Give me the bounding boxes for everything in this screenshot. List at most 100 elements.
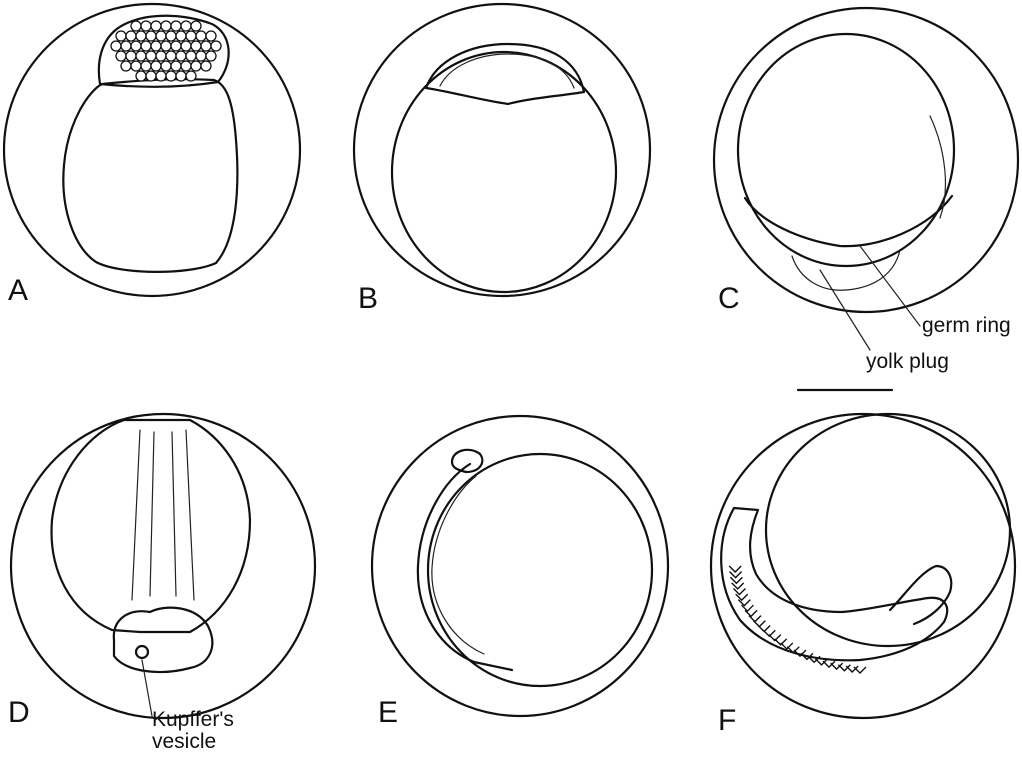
panel-c: germ ring yolk plug C (714, 8, 1018, 390)
tail-f (890, 566, 951, 624)
yolk-cell-e (428, 454, 652, 686)
blastomere (131, 61, 141, 71)
head-e (452, 450, 482, 472)
chorion-e (372, 416, 668, 716)
blastomere (201, 61, 211, 71)
somite (730, 577, 742, 583)
panel-b: B (354, 4, 650, 315)
blastomere (211, 41, 221, 51)
kupffer-leader (142, 660, 152, 716)
blastomere (191, 41, 201, 51)
somite (745, 610, 757, 616)
blastomere (181, 61, 191, 71)
chorion-f (711, 414, 1015, 718)
panel-f: F (711, 414, 1015, 737)
somite (733, 589, 745, 595)
blastomere (171, 41, 181, 51)
blastomere (141, 21, 151, 31)
blastomere (206, 31, 216, 41)
panel-letter-c: C (718, 282, 740, 315)
blastomere (141, 61, 151, 71)
embryonic-axis-d (132, 430, 194, 600)
blastomere (186, 31, 196, 41)
blastomere (176, 51, 186, 61)
blastomere (146, 71, 156, 81)
blastomere (171, 61, 181, 71)
blastomere (181, 21, 191, 31)
blastomere (126, 51, 136, 61)
yolk-plug (792, 250, 900, 290)
blastomere (156, 51, 166, 61)
blastomere (186, 71, 196, 81)
somite (741, 605, 753, 611)
blastomere (136, 31, 146, 41)
germ-ring-leader (860, 246, 920, 326)
blastomere (116, 31, 126, 41)
blastomere (176, 31, 186, 41)
panel-letter-a: A (8, 274, 28, 307)
yolk-cell-f (766, 414, 1010, 646)
blastomere (151, 41, 161, 51)
blastomere (161, 41, 171, 51)
blastomere (146, 51, 156, 61)
chorion-c (714, 8, 1018, 312)
blastomere (166, 31, 176, 41)
kupffer-vesicle (136, 646, 148, 658)
somite (831, 663, 843, 669)
blastomere (131, 41, 141, 51)
somite (775, 639, 787, 645)
blastoderm-inner-b (440, 54, 574, 88)
blastomere (196, 31, 206, 41)
blastomere (136, 71, 146, 81)
blastomere (111, 41, 121, 51)
blastomere (151, 21, 161, 31)
blastomere (151, 61, 161, 71)
somite (749, 616, 761, 622)
blastomere (121, 61, 131, 71)
blastomere (166, 51, 176, 61)
somite (753, 621, 765, 627)
kupffer-label-line2: vesicle (152, 730, 216, 753)
blastomere (131, 21, 141, 31)
yolk-cell-a (63, 79, 237, 272)
germ-ring-label: germ ring (922, 314, 1011, 337)
blastomere (191, 61, 201, 71)
chorion-b (354, 4, 650, 296)
yolk-plug-leader (820, 270, 870, 350)
somite (729, 566, 741, 572)
blastomere (191, 21, 201, 31)
yolk-cell-d (52, 420, 250, 632)
blastomere (136, 51, 146, 61)
tail-bud-d (114, 608, 212, 672)
somite (854, 667, 866, 673)
kupffer-label-line1: Kupffer's (152, 708, 234, 731)
yolk-cell-c (738, 34, 954, 266)
blastomere (161, 61, 171, 71)
yolk-plug-label: yolk plug (866, 350, 949, 373)
blastomere (156, 71, 166, 81)
blastomere (161, 21, 171, 31)
blastomere (156, 31, 166, 41)
blastomere (146, 31, 156, 41)
blastomere (201, 41, 211, 51)
somite-row (729, 566, 866, 673)
somite (738, 600, 750, 606)
blastomere (206, 51, 216, 61)
blastomere (186, 51, 196, 61)
panel-e: E (372, 416, 668, 729)
panel-letter-e: E (378, 696, 398, 729)
blastomere (196, 51, 206, 61)
blastomere (171, 21, 181, 31)
panel-letter-f: F (718, 704, 736, 737)
somite (732, 583, 744, 589)
panel-d: Kupffer's vesicle D (8, 414, 315, 753)
panel-a: A (4, 4, 300, 307)
blastomere (181, 41, 191, 51)
blastomere (141, 41, 151, 51)
blastomere (166, 71, 176, 81)
blastomere (126, 31, 136, 41)
blastomere (116, 51, 126, 61)
panel-letter-b: B (358, 282, 378, 315)
